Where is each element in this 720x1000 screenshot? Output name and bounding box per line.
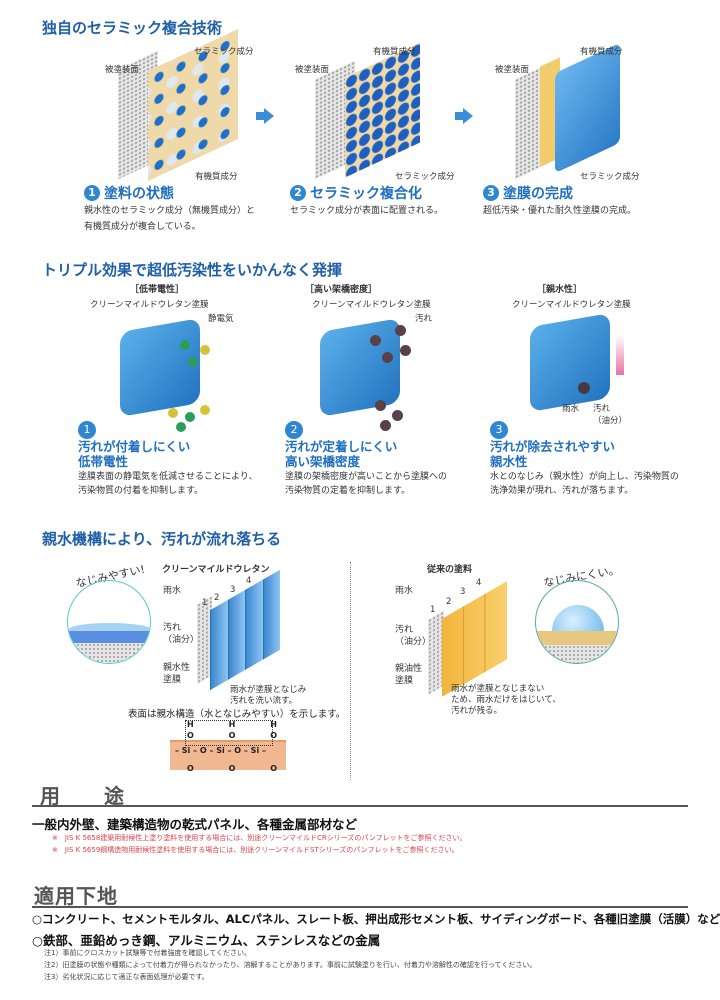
section-title-triple: トリプル効果で超低汚染性をいかんなく発揮 bbox=[42, 261, 343, 279]
label-film-right: 親油性塗膜 bbox=[395, 664, 423, 686]
caption-left: 雨水が塗膜となじみ汚れを洗い流す。 bbox=[230, 685, 307, 706]
label-rain-right: 雨水 bbox=[395, 586, 414, 596]
substrate-item: ○コンクリート、セメントモルタル、ALCパネル、スレート板、押出成形セメント板、… bbox=[32, 912, 720, 926]
label-ceramic-3: セラミック成分 bbox=[580, 172, 640, 182]
usage-main: 一般内外壁、建築構造物の乾式パネル、各種金属部材など bbox=[32, 817, 358, 832]
label-dirt-oil: 汚れ （油分） bbox=[593, 404, 628, 426]
usage-note: ※ JIS K 5658建築用耐候性上塗り塗料を使用する場合には、別途クリーンマ… bbox=[52, 834, 467, 842]
label-surface-2: 被塗装面 bbox=[295, 65, 330, 75]
substrate-note: 注1）事前にクロスカット試験等で付着強度を確認してください。 bbox=[44, 949, 252, 957]
substrates-heading: 適用下地 bbox=[34, 884, 118, 908]
panel-number: 3 bbox=[230, 585, 236, 595]
label-organic-3: 有機質成分 bbox=[580, 47, 623, 57]
label-coat-2: クリーンマイルドウレタン塗膜 bbox=[312, 300, 431, 310]
step-desc: 親水性のセラミック成分（無機質成分）と bbox=[84, 206, 256, 216]
step-title: 塗料の状態 bbox=[104, 186, 174, 202]
feature-desc: 汚染物質の定着を抑制します。 bbox=[285, 486, 411, 496]
label-dirt: 汚れ bbox=[415, 314, 433, 324]
step-number: 2 bbox=[290, 185, 306, 201]
feature-subheading: 親水性 bbox=[490, 454, 528, 469]
structure-caption: 表面は親水構造（水となじみやすい）を示します。 bbox=[128, 709, 346, 720]
feature-2: 2 汚れが定着しにくい 高い架橋密度 塗膜の架橋密度が高いことから塗膜への 汚染… bbox=[285, 418, 447, 499]
label-coat-3: クリーンマイルドウレタン塗膜 bbox=[512, 300, 631, 310]
feature-3: 3 汚れが除去されやすい 親水性 水とのなじみ（親水性）が向上し、汚染物質の 洗… bbox=[490, 418, 679, 499]
label-ceramic-2: セラミック成分 bbox=[395, 172, 455, 182]
usage-note: ※ JIS K 5659鋼構造物用耐候性塗料を使用する場合には、別途クリーンマイ… bbox=[52, 846, 459, 854]
label-dirt-right: 汚れ（油分） bbox=[395, 625, 432, 647]
hydrophilic-circle bbox=[67, 580, 151, 664]
usage-rule bbox=[32, 805, 688, 807]
label-ceramic: セラミック成分 bbox=[194, 47, 254, 57]
caption-right: 雨水が塗膜となじまないため、雨水だけをはじいて、汚れが残る。 bbox=[451, 684, 561, 716]
label-film-left: 親水性塗膜 bbox=[163, 663, 191, 685]
label-organic: 有機質成分 bbox=[195, 172, 238, 182]
label-surface: 被塗装面 bbox=[105, 65, 140, 75]
step-number: 3 bbox=[483, 185, 499, 201]
panel-number: 3 bbox=[460, 587, 466, 597]
label-organic-2: 有機質成分 bbox=[373, 47, 416, 57]
feature-desc: 塗膜の架橋密度が高いことから塗膜への bbox=[285, 472, 448, 482]
coating-cube-3 bbox=[530, 312, 610, 413]
feature-desc: 汚染物質の付着を抑制します。 bbox=[78, 486, 204, 496]
feature-heading: 汚れが定着しにくい bbox=[285, 439, 398, 454]
section-title-hydrophilic: 親水機構により、汚れが流れ落ちる bbox=[42, 530, 282, 548]
coating-cube-2 bbox=[320, 317, 400, 418]
panel-number: 4 bbox=[246, 576, 252, 586]
usage-heading: 用 途 bbox=[40, 784, 136, 808]
bracket-label-2: ［高い架橋密度］ bbox=[305, 285, 378, 295]
feature-subheading: 高い架橋密度 bbox=[285, 454, 361, 469]
panel-number: 1 bbox=[430, 605, 436, 615]
substrate-item: ○鉄部、亜鉛めっき鋼、アルミニウム、ステンレスなどの金属 bbox=[32, 933, 381, 948]
label-rain-left: 雨水 bbox=[163, 586, 182, 596]
chem-si-row: – Si – O – Si – O – Si – bbox=[175, 746, 266, 755]
feature-number: 1 bbox=[78, 421, 96, 439]
step-title: セラミック複合化 bbox=[310, 186, 422, 202]
panel-number: 2 bbox=[214, 593, 220, 603]
feature-1: 1 汚れが付着しにくい 低帯電性 塗膜表面の静電気を低減させることにより、 汚染… bbox=[78, 418, 257, 499]
feature-subheading: 低帯電性 bbox=[78, 454, 129, 469]
feature-desc: 塗膜表面の静電気を低減させることにより、 bbox=[78, 472, 258, 482]
step-number: 1 bbox=[84, 185, 100, 201]
panel-number: 1 bbox=[202, 598, 208, 608]
section-title-ceramic: 独自のセラミック複合技術 bbox=[42, 19, 223, 37]
bracket-label-1: ［低帯電性］ bbox=[130, 285, 185, 295]
feature-heading: 汚れが付着しにくい bbox=[78, 439, 191, 454]
hydrophobic-circle bbox=[535, 580, 619, 664]
coating-cube-1 bbox=[120, 317, 200, 418]
substrates-rule bbox=[32, 906, 688, 908]
step-desc: 有機質成分が複合している。 bbox=[84, 222, 201, 232]
arrow-right-icon bbox=[455, 108, 473, 124]
feature-number: 2 bbox=[285, 421, 303, 439]
panel-number: 4 bbox=[476, 578, 482, 588]
label-dirt-left: 汚れ（油分） bbox=[163, 623, 200, 645]
product-label-left: クリーンマイルドウレタン bbox=[162, 565, 270, 575]
feature-number: 3 bbox=[490, 421, 508, 439]
bracket-label-3: ［親水性］ bbox=[537, 285, 583, 295]
step-title: 塗膜の完成 bbox=[503, 186, 573, 202]
divider bbox=[350, 562, 351, 780]
substrate-note: 注3）劣化状況に応じて適正な表面処理が必要です。 bbox=[44, 973, 209, 981]
feature-desc: 洗浄効果が現れ、汚れが落ちます。 bbox=[490, 486, 634, 496]
conventional-coating bbox=[442, 581, 507, 697]
substrate-note: 注2）旧塗膜の状態や種類によって付着力が得られなかったり、溶解することがあります… bbox=[44, 961, 537, 969]
arrow-down-icon bbox=[616, 335, 624, 375]
step-desc: セラミック成分が表面に配置される。 bbox=[290, 206, 444, 216]
label-surface-3: 被塗装面 bbox=[495, 65, 530, 75]
feature-desc: 水とのなじみ（親水性）が向上し、汚染物質の bbox=[490, 472, 679, 482]
label-rain: 雨水 bbox=[562, 404, 580, 414]
step-desc: 超低汚染・優れた耐久性塗膜の完成。 bbox=[483, 206, 637, 216]
panel-number: 2 bbox=[446, 597, 452, 607]
product-label-right: 従来の塗料 bbox=[427, 565, 473, 575]
label-static: 静電気 bbox=[208, 314, 234, 324]
label-coat-1: クリーンマイルドウレタン塗膜 bbox=[90, 300, 209, 310]
arrow-right-icon bbox=[256, 108, 274, 124]
feature-heading: 汚れが除去されやすい bbox=[490, 439, 616, 454]
